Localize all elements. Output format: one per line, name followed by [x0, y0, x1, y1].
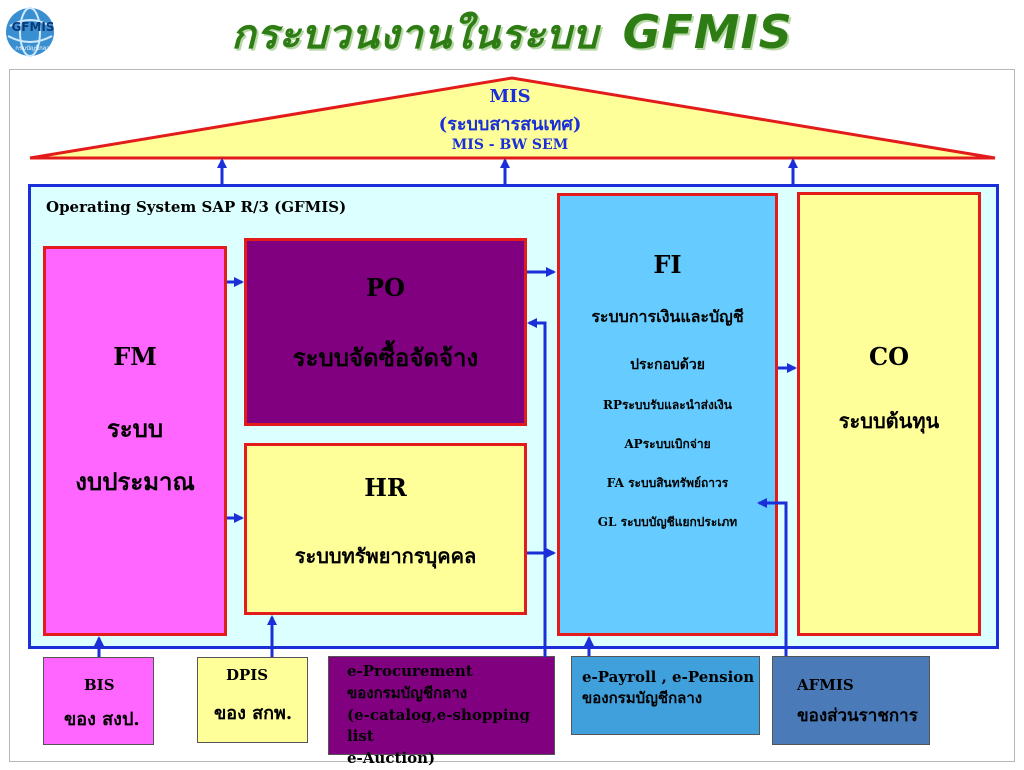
- eproc-line-3: (e-catalog,e-shopping list: [347, 705, 530, 746]
- eproc-line-4: e-Auction): [347, 749, 436, 767]
- fi-item-fa: FA ระบบสินทรัพย์ถาวร: [606, 476, 729, 490]
- hr-code: HR: [364, 472, 407, 502]
- arrow-eproc-to-po: [527, 318, 547, 657]
- co-desc: ระบบต้นทุน: [838, 408, 940, 433]
- logo-text: GFMIS: [11, 20, 54, 34]
- fm-line1: ระบบ: [106, 413, 164, 443]
- title-thai: กระบวนงานในระบบ: [231, 12, 599, 58]
- co-module: CO ระบบต้นทุน: [797, 192, 981, 636]
- fi-code: FI: [653, 250, 682, 279]
- dpis-owner: ของ สกพ.: [214, 703, 293, 724]
- title-accent: GFMIS: [622, 5, 793, 59]
- operating-system-label: Operating System SAP R/3 (GFMIS): [46, 198, 347, 216]
- page-title: กระบวนงานในระบบ GFMIS: [0, 2, 1024, 66]
- co-code: CO: [868, 341, 909, 371]
- epay-line-1: e-Payroll , e-Pension: [582, 668, 755, 686]
- bis-source: BIS ของ สงป.: [43, 657, 154, 745]
- fm-line2: งบประมาณ: [75, 466, 195, 496]
- globe-icon: GFMIS กรมบัญชีกลาง: [6, 7, 55, 57]
- gfmis-logo: GFMIS กรมบัญชีกลาง: [4, 4, 60, 60]
- fi-item-rp: RPระบบรับและนำส่งเงิน: [602, 398, 732, 412]
- eprocurement-source: e-Procurement ของกรมบัญชีกลาง (e-catalog…: [328, 656, 555, 767]
- hr-desc: ระบบทรัพยากรบุคคล: [294, 543, 477, 568]
- epay-line-2: ของกรมบัญชีกลาง: [582, 689, 703, 707]
- fm-code: FM: [113, 341, 157, 371]
- fi-item-gl: GL ระบบบัญชีแยกประเภท: [597, 515, 738, 529]
- fi-item-ap: APระบบเบิกจ่าย: [624, 437, 711, 451]
- afmis-owner: ของส่วนราชการ: [797, 705, 918, 726]
- eproc-line-2: ของกรมบัญชีกลาง: [347, 683, 468, 702]
- fm-module: FM ระบบ งบประมาณ: [43, 246, 227, 636]
- po-desc: ระบบจัดซื้อจัดจ้าง: [292, 343, 479, 372]
- bis-owner: ของ สงป.: [64, 709, 140, 730]
- logo-subtext: กรมบัญชีกลาง: [15, 44, 52, 52]
- eproc-line-1: e-Procurement: [347, 662, 473, 680]
- mis-sub: MIS - BW SEM: [451, 137, 569, 153]
- fi-desc: ระบบการเงินและบัญชี: [591, 307, 744, 326]
- po-code: PO: [366, 273, 405, 302]
- po-module: PO ระบบจัดซื้อจัดจ้าง: [244, 238, 527, 426]
- dpis-source: DPIS ของ สกพ.: [197, 657, 308, 743]
- dpis-name: DPIS: [226, 666, 269, 684]
- hr-module: HR ระบบทรัพยากรบุคคล: [244, 443, 527, 615]
- mis-name: MIS: [489, 86, 531, 107]
- bis-name: BIS: [84, 676, 115, 694]
- fi-consists: ประกอบด้วย: [630, 357, 705, 373]
- afmis-name: AFMIS: [797, 676, 854, 694]
- fi-module: FI ระบบการเงินและบัญชี ประกอบด้วย RPระบบ…: [557, 193, 778, 636]
- epayroll-source: e-Payroll , e-Pension ของกรมบัญชีกลาง: [571, 656, 760, 735]
- mis-thai: (ระบบสารสนเทศ): [438, 114, 582, 135]
- afmis-source: AFMIS ของส่วนราชการ: [772, 656, 930, 745]
- mis-roof: [29, 76, 996, 160]
- arrow-afmis-to-fi: [757, 498, 788, 656]
